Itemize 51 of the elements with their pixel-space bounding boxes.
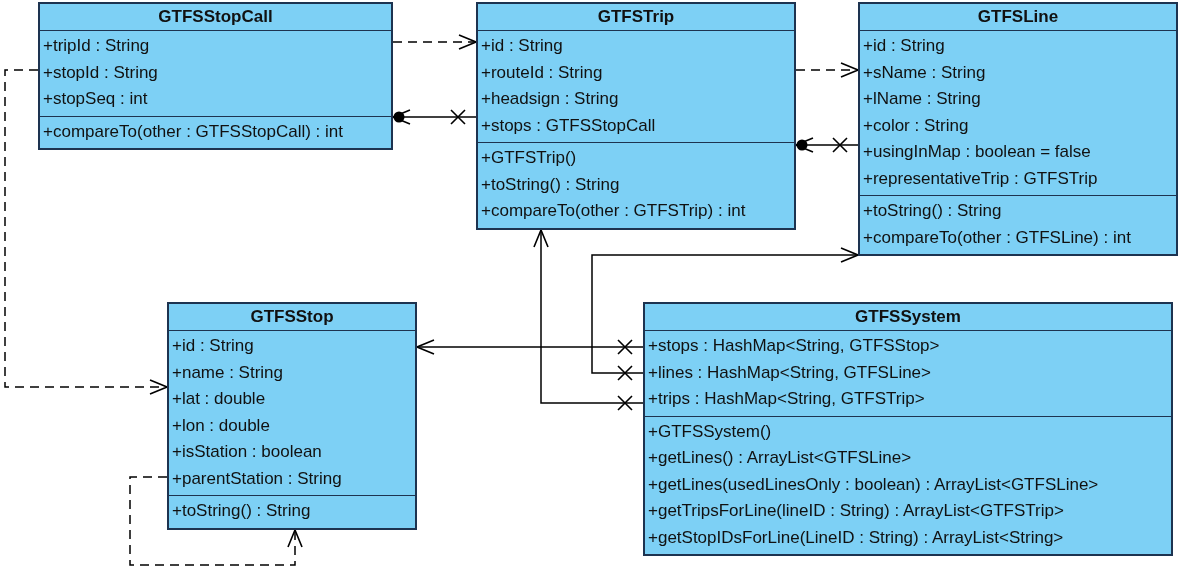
arrow — [533, 229, 644, 404]
method-text: +compareTo(other : GTFSTrip) : int — [480, 200, 746, 222]
attribute-text: +lName : String — [862, 88, 981, 110]
attribute-text: +stopId : String — [42, 61, 158, 84]
attribute-text: +color : String — [862, 114, 969, 137]
attribute-text: +lat : double — [171, 388, 266, 410]
method-text: +toString() : String — [862, 200, 1002, 222]
class-name: GTFSLine — [976, 6, 1060, 28]
class-box — [38, 2, 393, 150]
dashed-arrow — [129, 476, 303, 566]
arrow — [591, 247, 859, 374]
class-box — [167, 302, 417, 530]
attribute-text: +lines : HashMap<String, GTFSLine> — [647, 361, 931, 384]
class-name: GTFSTrip — [596, 6, 676, 28]
attribute-text: +representativeTrip : GTFSTrip — [862, 167, 1098, 190]
class-name: GTFSSystem — [854, 306, 962, 328]
attribute-text: +tripId : String — [42, 35, 150, 57]
method-text: +compareTo(other : GTFSStopCall) : int — [42, 120, 343, 143]
attribute-text: +usingInMap : boolean = false — [862, 141, 1091, 163]
method-text: +getLines(usedLinesOnly : boolean) : ArrayList<GTFSLine> — [647, 473, 1099, 496]
method-text: +GTFSSystem() — [647, 420, 772, 443]
attribute-text: +sName : String — [862, 61, 986, 84]
method-text: +getLines() : ArrayList<GTFSLine> — [647, 447, 912, 469]
arrow — [416, 339, 644, 355]
class-box — [643, 302, 1173, 556]
method-text: +GTFSTrip() — [480, 147, 577, 169]
attribute-text: +lon : double — [171, 414, 270, 437]
attribute-text: +id : String — [171, 335, 254, 357]
attribute-text: +stops : GTFSStopCall — [480, 114, 656, 137]
class-box — [858, 2, 1178, 256]
attribute-text: +parentStation : String — [171, 467, 342, 490]
dashed-arrow — [4, 69, 168, 395]
class-name: GTFSStop — [249, 306, 335, 328]
method-text: +compareTo(other : GTFSLine) : int — [862, 226, 1131, 249]
method-text: +toString() : String — [171, 500, 311, 522]
attribute-text: +isStation : boolean — [171, 441, 322, 463]
attribute-text: +name : String — [171, 361, 284, 384]
class-box — [476, 2, 796, 230]
dashed-arrow — [392, 34, 477, 50]
method-text: +getTripsForLine(lineID : String) : ArrayList<GTFSTrip> — [647, 500, 1064, 522]
attribute-text: +id : String — [480, 35, 563, 57]
class-name: GTFSStopCall — [157, 6, 274, 28]
attribute-text: +routeId : String — [480, 61, 603, 84]
method-text: +getStopIDsForLine(LineID : String) : ArrayList<String> — [647, 526, 1064, 549]
attribute-text: +trips : HashMap<String, GTFSTrip> — [647, 388, 925, 410]
attribute-text: +stops : HashMap<String, GTFSStop> — [647, 335, 940, 357]
dashed-arrow — [795, 62, 859, 78]
attribute-text: +id : String — [862, 35, 945, 57]
attribute-text: +headsign : String — [480, 88, 619, 110]
method-text: +toString() : String — [480, 173, 620, 196]
attribute-text: +stopSeq : int — [42, 88, 148, 110]
